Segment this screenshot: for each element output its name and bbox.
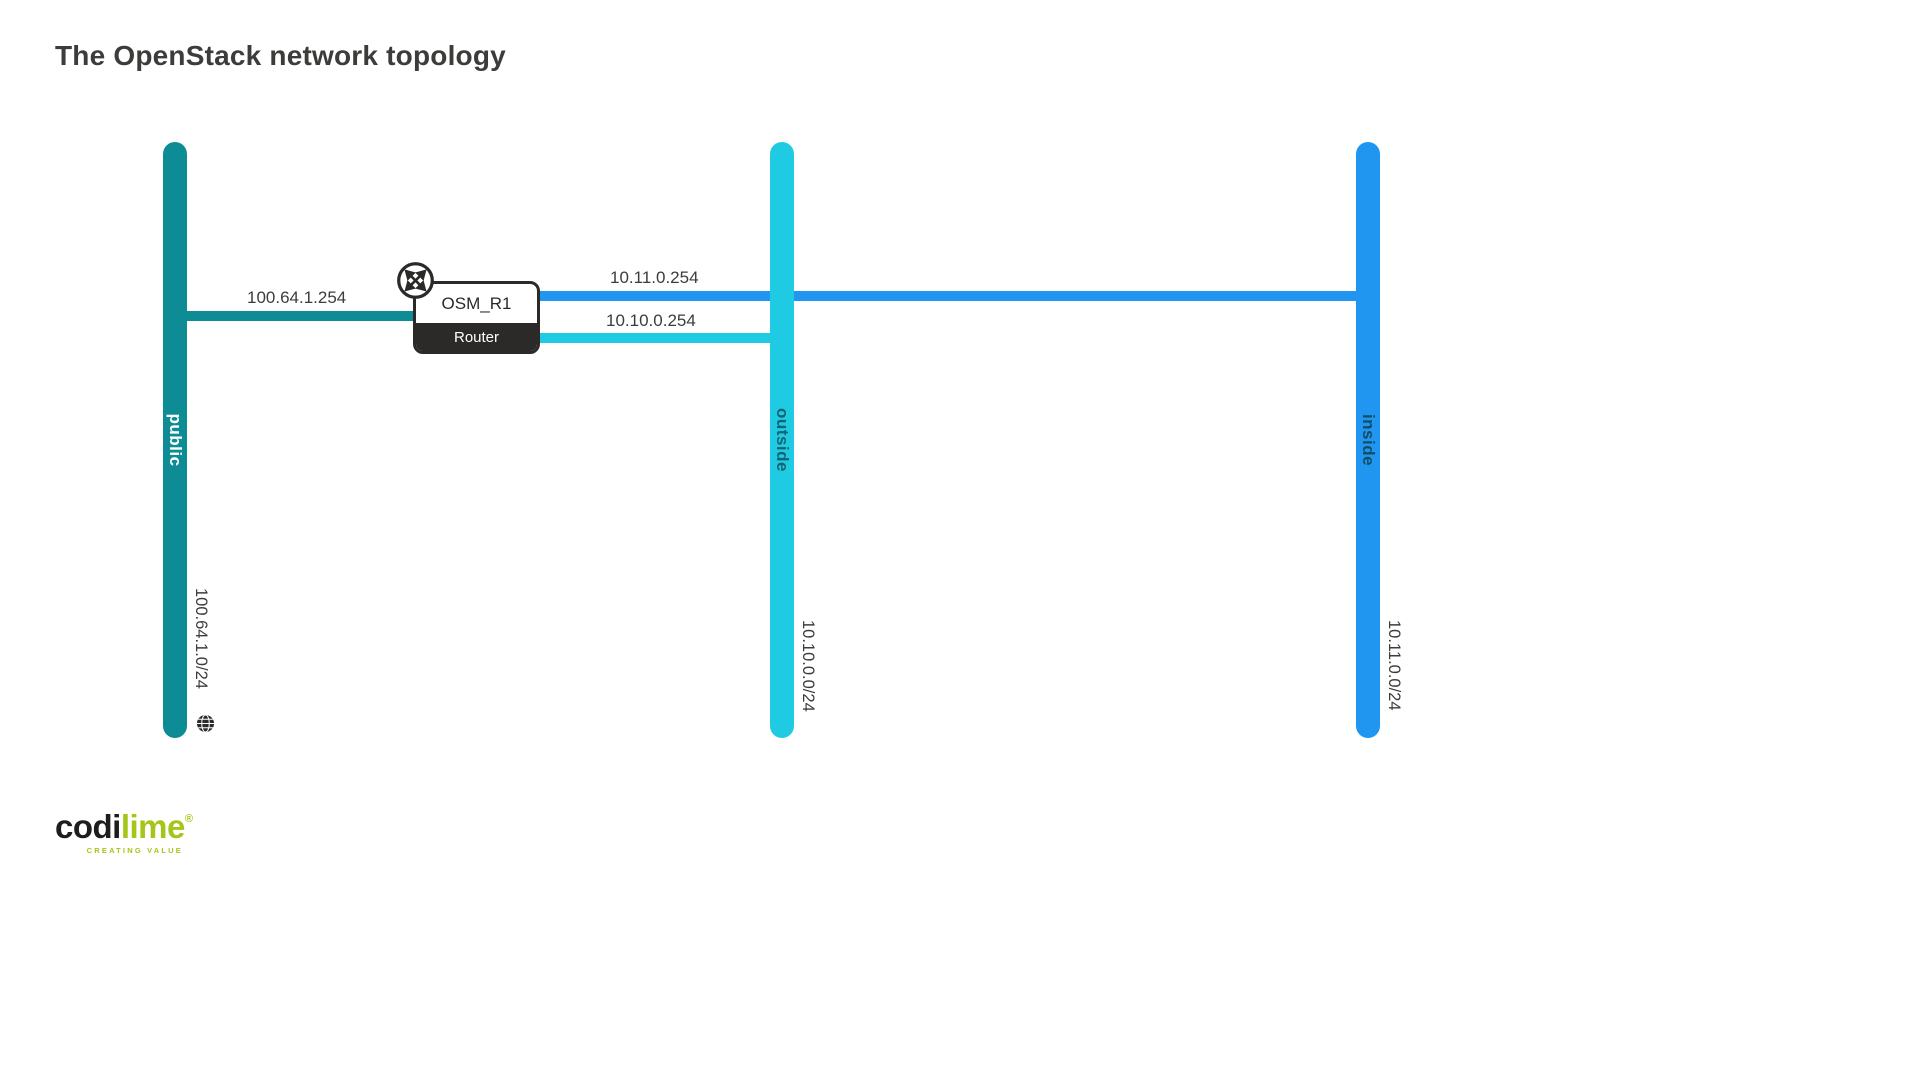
link-public-to-router: [175, 311, 423, 321]
router-name: OSM_R1: [441, 293, 512, 313]
network-label-outside: outside: [773, 408, 792, 472]
subnet-label-inside: 10.11.0.0/24: [1385, 620, 1403, 711]
network-bar-outside: outside: [770, 142, 794, 738]
page-title: The OpenStack network topology: [55, 40, 506, 71]
network-label-public: public: [166, 413, 185, 467]
link-router-to-inside: [532, 291, 1368, 301]
router-node: OSM_R1 Router: [413, 281, 540, 354]
logo-text-green: lime: [120, 808, 186, 845]
subnet-label-public: 100.64.1.0/24: [192, 588, 210, 689]
codilime-logo: codilime® CREATING VALUE: [55, 810, 193, 855]
logo-wordmark: codilime®: [55, 810, 193, 843]
link-ip-inside: 10.11.0.254: [610, 268, 699, 287]
router-crossed-arrows-icon: [396, 261, 435, 300]
link-ip-outside: 10.10.0.254: [606, 311, 696, 330]
globe-icon: [196, 714, 215, 733]
logo-text-dark: codi: [55, 808, 121, 845]
logo-tagline: CREATING VALUE: [86, 846, 183, 855]
network-bar-inside: inside: [1356, 142, 1380, 738]
subnet-label-outside: 10.10.0.0/24: [799, 620, 817, 712]
network-label-inside: inside: [1359, 413, 1378, 467]
network-bar-public: public: [163, 142, 187, 738]
registered-mark: ®: [184, 813, 193, 825]
router-type-badge: Router: [416, 323, 537, 351]
link-router-to-outside: [532, 333, 782, 343]
link-ip-public: 100.64.1.254: [247, 288, 347, 307]
